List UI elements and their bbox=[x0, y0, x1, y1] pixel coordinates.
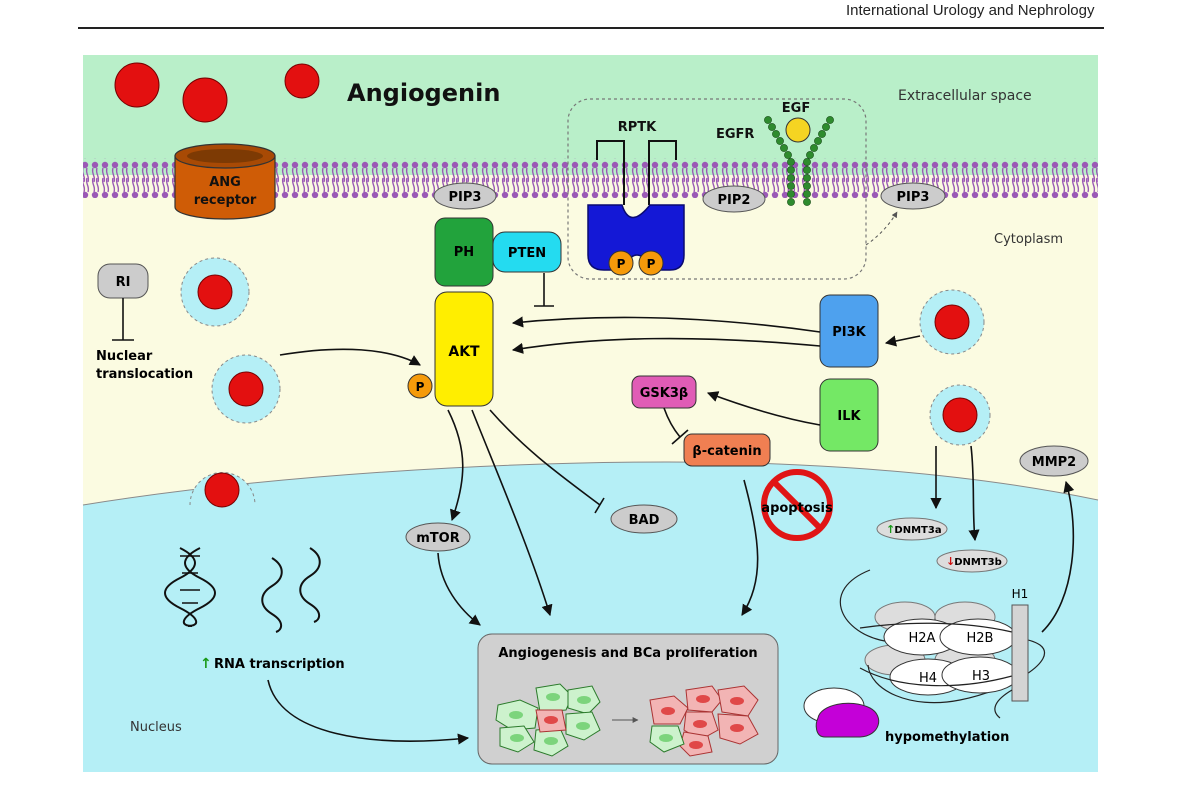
phospho-label: P bbox=[617, 257, 626, 271]
extracellular-label: Extracellular space bbox=[898, 88, 1032, 104]
angiogenin-molecule bbox=[114, 62, 160, 108]
pip3-oval bbox=[880, 182, 946, 210]
bcatenin-label: β-catenin bbox=[692, 444, 761, 459]
nuclear-translocation-label: Nuclear bbox=[96, 349, 153, 364]
akt-protein bbox=[434, 291, 494, 407]
mmp2-oval bbox=[1019, 445, 1089, 477]
h1-label: H1 bbox=[1012, 587, 1029, 601]
h4-label: H4 bbox=[919, 671, 937, 686]
angiogenin-vesicle bbox=[919, 289, 985, 355]
angiogenin-title: Angiogenin bbox=[347, 79, 500, 107]
ilk-label: ILK bbox=[837, 409, 861, 424]
dnmt3a-up-arrow: ↑ bbox=[886, 523, 895, 536]
dnmt3a-label: DNMT3a bbox=[894, 525, 941, 536]
histone-h1 bbox=[1011, 604, 1029, 702]
rna-strand bbox=[299, 547, 321, 623]
ri-inhibition bbox=[112, 298, 134, 341]
pten-protein bbox=[492, 231, 562, 273]
bcatenin-protein bbox=[683, 433, 771, 467]
pten-label: PTEN bbox=[508, 246, 546, 261]
angiogenesis-label: Angiogenesis and BCa proliferation bbox=[498, 646, 757, 661]
dnmt3b-down-arrow: ↓ bbox=[946, 555, 955, 568]
dna-helix bbox=[164, 547, 216, 627]
hypomethylation-label: hypomethylation bbox=[885, 730, 1009, 745]
rna-transcription-label: RNA transcription bbox=[214, 657, 345, 672]
egfr-receptor: EGFR EGF bbox=[716, 101, 834, 206]
rna-strand bbox=[261, 557, 283, 633]
mmp2-label: MMP2 bbox=[1032, 455, 1076, 470]
mtor-label: mTOR bbox=[416, 531, 459, 546]
mtor-oval bbox=[405, 522, 471, 552]
angiogenin-nuclear-entry bbox=[189, 472, 256, 508]
phospho-label: P bbox=[416, 380, 425, 394]
ang-receptor: ANG receptor bbox=[174, 143, 276, 220]
proliferating-cells bbox=[649, 685, 759, 757]
apoptosis-label: apoptosis bbox=[761, 501, 833, 516]
pip3-label: PIP3 bbox=[897, 190, 930, 205]
journal-name: International Urology and Nephrology bbox=[846, 2, 1095, 19]
h2b-label: H2B bbox=[967, 631, 994, 646]
receptor-signaling-box bbox=[567, 98, 867, 280]
egf-label: EGF bbox=[782, 101, 810, 116]
ri-label: RI bbox=[116, 275, 131, 290]
bad-label: BAD bbox=[629, 513, 660, 528]
angiogenin-vesicle bbox=[211, 354, 281, 424]
normal-cells bbox=[495, 683, 601, 757]
gsk3b-inhibition bbox=[663, 407, 681, 438]
angiogenin-molecule bbox=[284, 63, 320, 99]
ilk-protein bbox=[819, 378, 879, 452]
ang-receptor-label: ANG bbox=[209, 175, 241, 190]
gsk3b-label: GSK3β bbox=[640, 386, 688, 401]
methylation-enzyme bbox=[815, 702, 880, 738]
angiogenin-molecule bbox=[182, 77, 228, 123]
nucleosome: H1 H2A H2B H4 H3 bbox=[839, 569, 1046, 719]
cytoplasm-label: Cytoplasm bbox=[994, 232, 1063, 247]
egfr-label: EGFR bbox=[716, 127, 754, 142]
phospho-group bbox=[608, 250, 634, 276]
ph-label: PH bbox=[454, 245, 474, 260]
h3-label: H3 bbox=[972, 669, 990, 684]
egf-ligand bbox=[785, 117, 811, 143]
bad-oval bbox=[610, 504, 678, 534]
rna-up-arrow: ↑ bbox=[200, 656, 212, 672]
rptk-receptor: RPTK P P bbox=[587, 120, 685, 276]
rptk-label: RPTK bbox=[618, 120, 657, 135]
dnmt3a-oval bbox=[876, 517, 948, 541]
pathway-arrows bbox=[267, 316, 1075, 745]
pip3-label: PIP3 bbox=[449, 190, 482, 205]
pip3-oval bbox=[433, 182, 497, 210]
apoptosis-blocked-icon: apoptosis bbox=[761, 469, 833, 541]
angiogenin-vesicle bbox=[180, 257, 250, 327]
h2a-label: H2A bbox=[909, 631, 936, 646]
dnmt3b-label: DNMT3b bbox=[954, 557, 1002, 568]
nucleus-label: Nucleus bbox=[130, 720, 182, 735]
nuclear-translocation-label: translocation bbox=[96, 367, 193, 382]
pip2-label: PIP2 bbox=[718, 193, 751, 208]
angiogenin-vesicle bbox=[929, 384, 991, 446]
bad-inhibition-bar bbox=[594, 497, 605, 514]
pi3k-label: PI3K bbox=[832, 325, 866, 340]
phospho-group bbox=[407, 373, 433, 399]
phospho-label: P bbox=[647, 257, 656, 271]
header-rule bbox=[78, 27, 1104, 29]
dnmt3b-oval bbox=[936, 549, 1008, 573]
pip2-oval bbox=[702, 185, 766, 213]
phospho-group bbox=[638, 250, 664, 276]
pi3k-protein bbox=[819, 294, 879, 368]
ang-receptor-label: receptor bbox=[194, 193, 257, 208]
akt-label: AKT bbox=[448, 344, 480, 360]
